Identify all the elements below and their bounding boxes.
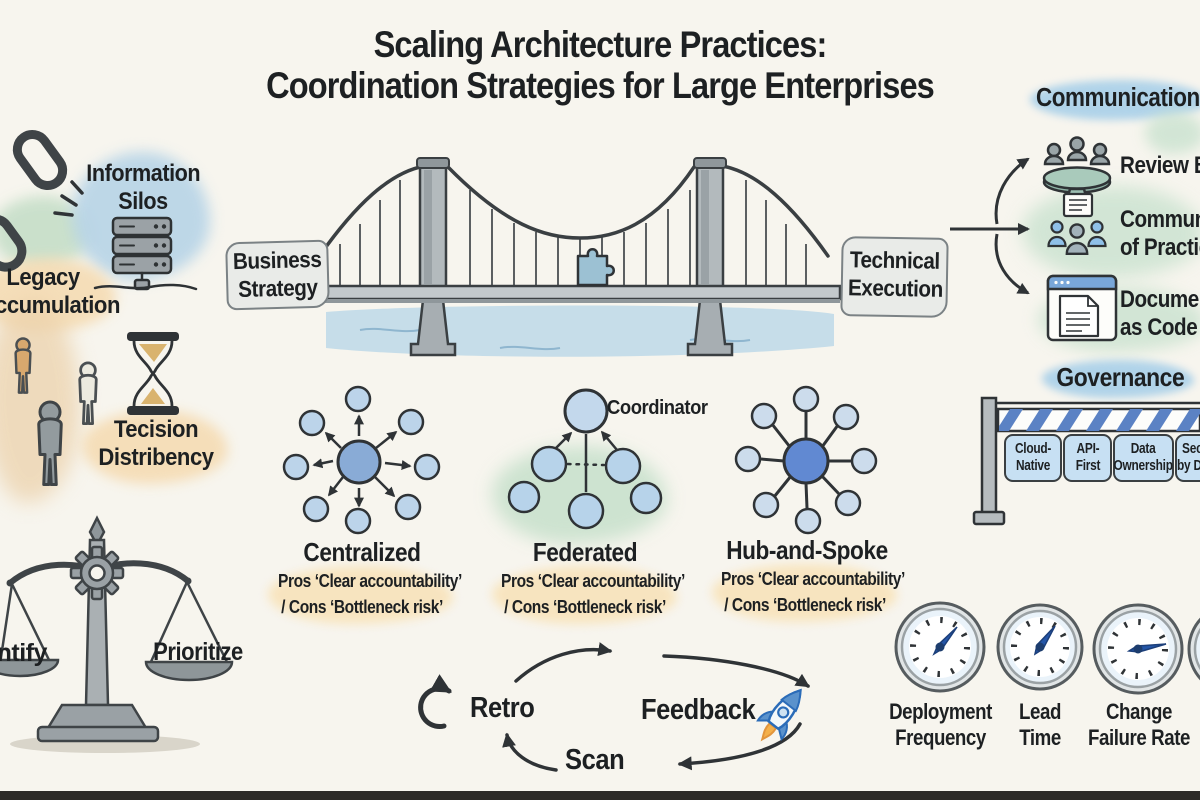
sign4-line2: by Default [1176, 458, 1200, 474]
federated-proscons-watercolor [492, 566, 677, 624]
gear-icon [69, 545, 125, 601]
doc-line2: as Code [1120, 313, 1198, 341]
governance-blue-watercolor [1042, 360, 1194, 398]
sign1-line1: Cloud- [1014, 440, 1052, 457]
metric2-line2: Time [1019, 724, 1061, 750]
gauge-partial [1187, 617, 1200, 681]
puzzle-piece-icon [576, 248, 615, 287]
centralized-pros: Pros ‘Clear accountability’ [278, 570, 462, 591]
server-stack-icon [93, 216, 198, 291]
technical-line2: Execution [847, 273, 944, 302]
people-group-icon [1047, 192, 1107, 256]
business-line2: Strategy [237, 273, 318, 302]
comm-item-community-of-practice: Community of Practice [1120, 206, 1200, 261]
page-title: Scaling Architecture Practices: Coordina… [204, 24, 996, 107]
bottom-border [0, 791, 1200, 800]
gauge-deployment-frequency [894, 601, 986, 693]
federated-cons: / Cons ‘Bottleneck risk’ [504, 595, 666, 617]
comm-green-watercolor-1 [1145, 112, 1200, 154]
metric3-line2: Failure Rate [1088, 724, 1190, 750]
scale-label-prioritize: Prioritize [153, 638, 243, 666]
governance-header: Governance [1056, 362, 1185, 392]
federated-pros: Pros ‘Clear accountability’ [501, 570, 685, 591]
bridge-label-business-strategy: Business Strategy [225, 239, 330, 311]
cycle-step-feedback: Feedback [641, 694, 756, 726]
balance-scale-icon [0, 515, 234, 753]
metric2-line1: Lead [1019, 699, 1061, 724]
broken-chain-icon [0, 129, 84, 272]
governance-sign-cloud-native: Cloud- Native [1004, 434, 1062, 482]
business-line1: Business [232, 245, 322, 275]
hub-proscons-watercolor [712, 564, 897, 622]
refresh-cycle-icon [418, 674, 452, 729]
browser-document-icon [1046, 274, 1118, 342]
model-name-centralized: Centralized [303, 537, 421, 567]
scale-label-identify: Identify [0, 639, 47, 667]
governance-sign-security-by-default: Security by Default [1175, 434, 1200, 482]
sign1-line2: Native [1015, 458, 1051, 474]
decision-line2: Distribency [98, 444, 214, 472]
coordinator-label: Coordinator [607, 396, 708, 419]
comm-item-documentation-as-code: Documentation as Code [1120, 286, 1200, 341]
communication-branch-arrows [950, 157, 1030, 295]
centralized-network-diagram [282, 385, 441, 535]
metric-lead-time: Lead Time [1011, 699, 1069, 751]
decision-peach-watercolor [82, 410, 228, 484]
people-figures-icon [14, 337, 98, 486]
sign2-line2: First [1075, 458, 1100, 474]
comm-green-watercolor-2 [1022, 186, 1200, 278]
page-title-line2: Coordination Strategies for Large Enterp… [266, 65, 935, 107]
technical-line1: Technical [849, 246, 940, 274]
governance-sign-api-first: API- First [1063, 434, 1112, 482]
federated-network-diagram [507, 388, 663, 530]
proscons-centralized: Pros ‘Clear accountability’ / Cons ‘Bott… [278, 568, 462, 620]
cycle-step-scan: Scan [565, 744, 625, 776]
page-title-line1: Scaling Architecture Practices: [373, 24, 828, 65]
hourglass-icon [127, 332, 179, 415]
gauge-lead-time [996, 603, 1084, 691]
metric-change-failure-rate: Change Failure Rate [1086, 699, 1191, 751]
doc-line1: Documentation [1120, 286, 1200, 313]
legacy-line2: Accumulation [0, 291, 120, 319]
information-silos-line2: Silos [118, 187, 168, 215]
gauge-change-failure-rate [1092, 603, 1184, 695]
model-name-federated: Federated [532, 537, 638, 567]
rocket-icon [756, 688, 802, 742]
legacy-line1: Legacy [6, 264, 80, 291]
hub-cons: / Cons ‘Bottleneck risk’ [724, 593, 886, 615]
review-board-label: Review Board [1120, 152, 1200, 179]
label-legacy-accumulation: Legacy Accumulation [0, 264, 120, 319]
label-information-silos: Information Silos [86, 160, 201, 215]
bridge-label-technical-execution: Technical Execution [840, 236, 949, 318]
proscons-hub-and-spoke: Pros ‘Clear accountability’ / Cons ‘Bott… [721, 566, 905, 618]
metric3-line1: Change [1105, 699, 1173, 724]
sign3-line1: Data [1131, 440, 1156, 457]
metric1-line1: Deployment [889, 699, 992, 724]
decision-line1: Tecision [113, 416, 199, 443]
sign3-line2: Ownership [1113, 458, 1174, 474]
proscons-federated: Pros ‘Clear accountability’ / Cons ‘Bott… [501, 568, 685, 620]
information-silos-line1: Information [86, 160, 201, 187]
suspension-bridge-icon [310, 157, 842, 357]
label-decision-discrepancy: Tecision Distribency [93, 416, 219, 472]
centralized-proscons-watercolor [268, 566, 453, 624]
centralized-cons: / Cons ‘Bottleneck risk’ [281, 595, 443, 617]
metric-deployment-frequency: Deployment Frequency [887, 699, 993, 751]
sign4-line1: Security [1182, 440, 1200, 457]
hub-and-spoke-network-diagram [734, 385, 878, 535]
people-tan-watercolor [0, 298, 80, 503]
model-name-hub-and-spoke: Hub-and-Spoke [726, 535, 888, 565]
governance-sign-data-ownership: Data Ownership [1113, 434, 1174, 482]
cycle-arrows [502, 642, 810, 772]
metric1-line2: Frequency [895, 724, 986, 750]
cop-line1: Community [1120, 206, 1200, 233]
guardrail-icon [972, 396, 1200, 526]
hub-pros: Pros ‘Clear accountability’ [721, 568, 905, 589]
cycle-step-retro: Retro [470, 692, 535, 724]
communication-header: Communication [1036, 84, 1200, 112]
comm-item-review-board: Review Board [1120, 152, 1200, 180]
sign2-line1: API- [1076, 440, 1099, 457]
cop-line2: of Practice [1120, 233, 1200, 261]
